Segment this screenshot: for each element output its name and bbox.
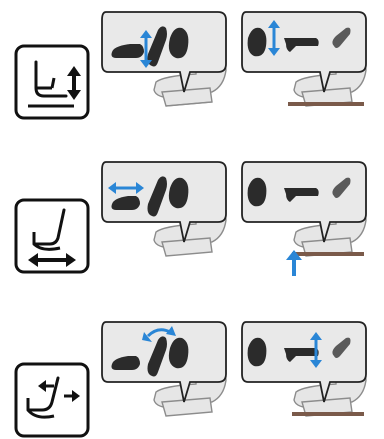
seat-illustration-left [100,156,240,276]
seat-illustration-right [240,6,380,126]
seat-illustration-right [240,316,380,436]
backrest-recline-row [0,310,384,438]
seat-height-adjust-icon [14,44,90,120]
seat-slide-row [0,150,384,278]
seat-height-row [0,0,384,128]
seat-illustration-left [100,316,240,436]
seat-illustration-right [240,156,380,276]
seat-illustration-left [100,6,240,126]
seat-slide-adjust-icon [14,198,90,274]
backrest-recline-adjust-icon [14,362,90,438]
